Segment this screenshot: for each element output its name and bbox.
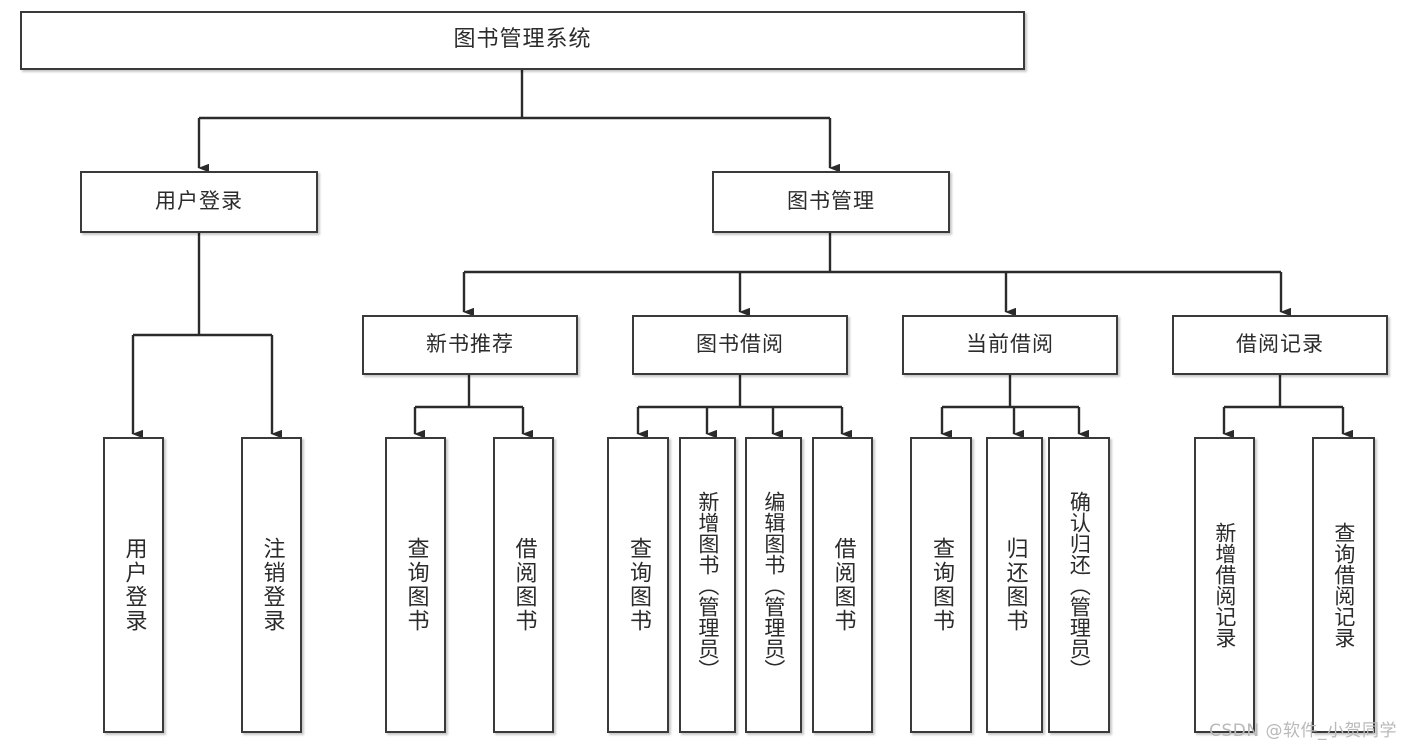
leaf-return-book-label: 归还图书 xyxy=(1002,537,1028,633)
node-new-book-recommend[interactable]: 新书推荐 xyxy=(362,315,578,375)
node-book-management-label: 图书管理 xyxy=(787,189,875,214)
leaf-confirm-return-label: 确认归还（管理员） xyxy=(1067,490,1092,680)
node-current-borrow-label: 当前借阅 xyxy=(966,332,1054,357)
leaf-confirm-return[interactable]: 确认归还（管理员） xyxy=(1048,437,1110,733)
node-root-system[interactable]: 图书管理系统 xyxy=(20,11,1025,70)
leaf-query-book-2[interactable]: 查询图书 xyxy=(607,437,669,733)
leaf-query-borrow-record-label: 查询借阅记录 xyxy=(1331,522,1356,648)
node-root-system-label: 图书管理系统 xyxy=(453,27,592,53)
leaf-borrow-book-2-label: 借阅图书 xyxy=(830,537,856,633)
leaf-query-book-3-label: 查询图书 xyxy=(928,537,954,633)
node-current-borrow[interactable]: 当前借阅 xyxy=(902,315,1118,375)
node-new-book-recommend-label: 新书推荐 xyxy=(426,332,514,357)
leaf-borrow-book-1[interactable]: 借阅图书 xyxy=(493,437,554,733)
node-user-login[interactable]: 用户登录 xyxy=(80,171,318,233)
leaf-logout-login-label: 注销登录 xyxy=(259,537,285,633)
leaf-query-borrow-record[interactable]: 查询借阅记录 xyxy=(1312,437,1375,733)
leaf-edit-book[interactable]: 编辑图书（管理员） xyxy=(745,437,802,733)
leaf-user-login[interactable]: 用户登录 xyxy=(103,437,164,733)
leaf-return-book[interactable]: 归还图书 xyxy=(986,437,1043,733)
leaf-add-book-label: 新增图书（管理员） xyxy=(695,490,720,680)
leaf-borrow-book-1-label: 借阅图书 xyxy=(511,537,537,633)
leaf-borrow-book-2[interactable]: 借阅图书 xyxy=(812,437,873,733)
node-borrow-record-label: 借阅记录 xyxy=(1236,332,1324,357)
leaf-add-borrow-record-label: 新增借阅记录 xyxy=(1212,522,1237,648)
leaf-query-book-3[interactable]: 查询图书 xyxy=(910,437,972,733)
node-book-borrow[interactable]: 图书借阅 xyxy=(632,315,848,375)
node-borrow-record[interactable]: 借阅记录 xyxy=(1172,315,1388,375)
leaf-query-book-1-label: 查询图书 xyxy=(403,537,429,633)
leaf-edit-book-label: 编辑图书（管理员） xyxy=(761,490,786,680)
node-user-login-label: 用户登录 xyxy=(155,189,243,214)
leaf-user-login-label: 用户登录 xyxy=(121,537,147,633)
leaf-logout-login[interactable]: 注销登录 xyxy=(241,437,302,733)
leaf-query-book-1[interactable]: 查询图书 xyxy=(385,437,446,733)
node-book-management[interactable]: 图书管理 xyxy=(712,171,950,233)
leaf-add-book[interactable]: 新增图书（管理员） xyxy=(679,437,736,733)
node-book-borrow-label: 图书借阅 xyxy=(696,332,784,357)
leaf-query-book-2-label: 查询图书 xyxy=(625,537,651,633)
leaf-add-borrow-record[interactable]: 新增借阅记录 xyxy=(1194,437,1255,733)
